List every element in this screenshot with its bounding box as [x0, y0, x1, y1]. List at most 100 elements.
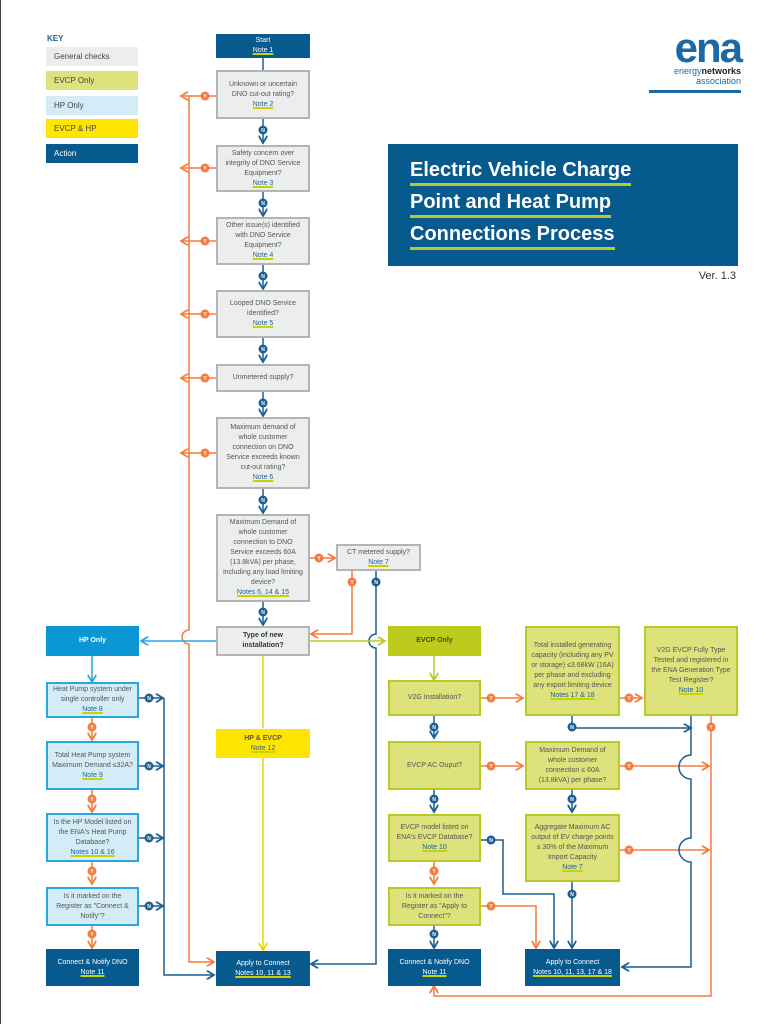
- yes-connector: Y: [87, 722, 97, 732]
- no-connector: N: [144, 761, 154, 771]
- note-link[interactable]: Note 2: [252, 100, 274, 108]
- no-connector: N: [567, 889, 577, 899]
- decision-evcp-apply-to-connect[interactable]: Is it marked on the Register as "Apply t…: [388, 887, 481, 926]
- node-text: Maximum demand of whole customer connect…: [226, 424, 300, 471]
- note-link[interactable]: Notes 10, 11, 13, 17 & 18: [533, 968, 612, 976]
- decision-max-demand-60a[interactable]: Maximum Demand of whole customer connect…: [216, 514, 310, 602]
- note-link[interactable]: Note 3: [252, 179, 274, 187]
- node-text: Other issue(s) identified with DNO Servi…: [226, 222, 300, 249]
- ev-connect-notify-dno[interactable]: Connect & Notify DNO Note 11: [388, 949, 481, 986]
- node-text: EVCP AC Ouput?: [406, 761, 463, 769]
- no-connector: N: [258, 495, 268, 505]
- node-text: CT metered supply?: [347, 548, 410, 556]
- note-link[interactable]: Note 10: [678, 687, 704, 694]
- key-evcp-hp: EVCP & HP: [46, 119, 138, 138]
- no-connector: N: [429, 929, 439, 939]
- node-text: Start: [255, 37, 271, 44]
- note-link[interactable]: Note 12: [250, 744, 276, 752]
- no-connector: N: [258, 344, 268, 354]
- decision-max-demand-60a-evcp[interactable]: Maximum Demand of whole customer connect…: [525, 741, 620, 790]
- note-link[interactable]: Notes 17 & 18: [550, 692, 595, 699]
- svg-text:Y: Y: [90, 725, 94, 731]
- decision-unknown-cutout[interactable]: Unknown or uncertain DNO cut-out rating?…: [216, 70, 310, 119]
- svg-text:Y: Y: [203, 376, 207, 382]
- note-link[interactable]: Note 7: [562, 864, 583, 871]
- svg-text:N: N: [147, 836, 151, 842]
- svg-text:N: N: [432, 932, 436, 938]
- decision-max-demand-cutout[interactable]: Maximum demand of whole customer connect…: [216, 417, 310, 489]
- note-link[interactable]: Note 11: [422, 968, 447, 976]
- hp-connect-notify-dno[interactable]: Connect & Notify DNO Note 11: [46, 949, 139, 986]
- no-connector: N: [371, 577, 381, 587]
- svg-text:Y: Y: [627, 696, 631, 702]
- note-link[interactable]: Note 6: [252, 474, 274, 481]
- no-connector: N: [144, 693, 154, 703]
- svg-text:N: N: [570, 892, 574, 898]
- svg-text:Y: Y: [432, 869, 436, 875]
- note-link[interactable]: Notes 10, 11 & 13: [235, 969, 291, 977]
- svg-text:N: N: [432, 797, 436, 803]
- decision-evcp-database[interactable]: EVCP model listed on ENA's EVCP Database…: [388, 814, 481, 862]
- note-link[interactable]: Note 7: [368, 558, 389, 566]
- svg-text:Y: Y: [489, 764, 493, 770]
- logo-energy: energy: [673, 66, 702, 76]
- ev-apply-to-connect[interactable]: Apply to Connect Notes 10, 11, 13, 17 & …: [525, 949, 620, 986]
- decision-installation-type[interactable]: Type of new installation?: [216, 626, 310, 656]
- svg-text:Y: Y: [203, 451, 207, 457]
- node-text: Heat Pump system under single controller…: [53, 686, 132, 703]
- decision-looped-service[interactable]: Looped DNO Service identified? Note 5: [216, 290, 310, 338]
- node-text: Unknown or uncertain DNO cut-out rating?: [228, 80, 298, 98]
- node-text: Maximum Demand of whole customer connect…: [223, 519, 303, 586]
- hp-only-node[interactable]: HP Only: [46, 626, 139, 656]
- no-connector: N: [258, 125, 268, 135]
- note-link[interactable]: Notes 6, 14 & 15: [236, 589, 290, 596]
- logo-mark: ena: [674, 24, 743, 71]
- key-action: Action: [46, 144, 138, 163]
- decision-ct-metered[interactable]: CT metered supply? Note 7: [336, 544, 421, 571]
- yes-connector: Y: [200, 236, 210, 246]
- hp-evcp-node[interactable]: HP & EVCP Note 12: [216, 729, 310, 758]
- decision-hp-database[interactable]: Is the HP Model listed on the ENA's Heat…: [46, 813, 139, 862]
- decision-unmetered-supply[interactable]: Unmetered supply?: [216, 364, 310, 392]
- no-connector: N: [567, 794, 577, 804]
- decision-v2g-type-tested[interactable]: V2G EVCP Fully Type Tested and registere…: [644, 626, 738, 716]
- apply-to-connect-center[interactable]: Apply to Connect Notes 10, 11 & 13: [216, 951, 310, 986]
- evcp-only-node[interactable]: EVCP Only: [388, 626, 481, 656]
- node-text: EVCP model listed on ENA's EVCP Database…: [396, 824, 473, 841]
- node-text: HP & EVCP: [244, 734, 282, 742]
- decision-evcp-ac-output[interactable]: EVCP AC Ouput?: [388, 741, 481, 790]
- svg-text:N: N: [570, 725, 574, 731]
- decision-safety-concern[interactable]: Safety concern over integrity of DNO Ser…: [216, 145, 310, 192]
- decision-hp-connect-notify[interactable]: Is it marked on the Register as "Connect…: [46, 887, 139, 926]
- note-link[interactable]: Note 4: [252, 252, 274, 259]
- note-link[interactable]: Note 1: [252, 47, 274, 54]
- note-link[interactable]: Note 9: [82, 771, 103, 779]
- decision-aggregate-output[interactable]: Aggregate Maximum AC output of EV charge…: [525, 814, 620, 882]
- decision-other-issues[interactable]: Other issue(s) identified with DNO Servi…: [216, 217, 310, 265]
- no-connector: N: [258, 398, 268, 408]
- svg-text:Y: Y: [709, 725, 713, 731]
- title-line-2: Point and Heat Pump: [410, 190, 612, 218]
- node-text: V2G Installation?: [407, 694, 462, 701]
- start-node[interactable]: Start Note 1: [216, 34, 310, 58]
- decision-v2g-installation[interactable]: V2G Installation?: [388, 680, 481, 716]
- decision-hp-single-controller[interactable]: Heat Pump system under single controller…: [46, 682, 139, 718]
- decision-hp-max-demand-32a[interactable]: Total Heat Pump system Maximum Demand ≤3…: [46, 741, 139, 790]
- version-label: Ver. 1.3: [698, 270, 736, 282]
- note-link[interactable]: Note 5: [252, 320, 274, 327]
- svg-text:Y: Y: [203, 166, 207, 172]
- yes-connector: Y: [486, 761, 496, 771]
- decision-generating-capacity[interactable]: Total installed generating capacity (inc…: [525, 626, 620, 716]
- yes-connector: Y: [624, 693, 634, 703]
- node-text: Apply to Connect: [545, 958, 600, 966]
- key-general-checks: General checks: [46, 47, 138, 66]
- yes-connector: Y: [200, 163, 210, 173]
- note-link[interactable]: Notes 10 & 16: [70, 848, 115, 856]
- note-link[interactable]: Note 8: [82, 706, 103, 713]
- yes-connector: Y: [706, 722, 716, 732]
- note-link[interactable]: Note 11: [80, 968, 105, 976]
- note-link[interactable]: Note 10: [422, 844, 447, 851]
- logo-association: association: [695, 76, 741, 86]
- no-connector: N: [258, 271, 268, 281]
